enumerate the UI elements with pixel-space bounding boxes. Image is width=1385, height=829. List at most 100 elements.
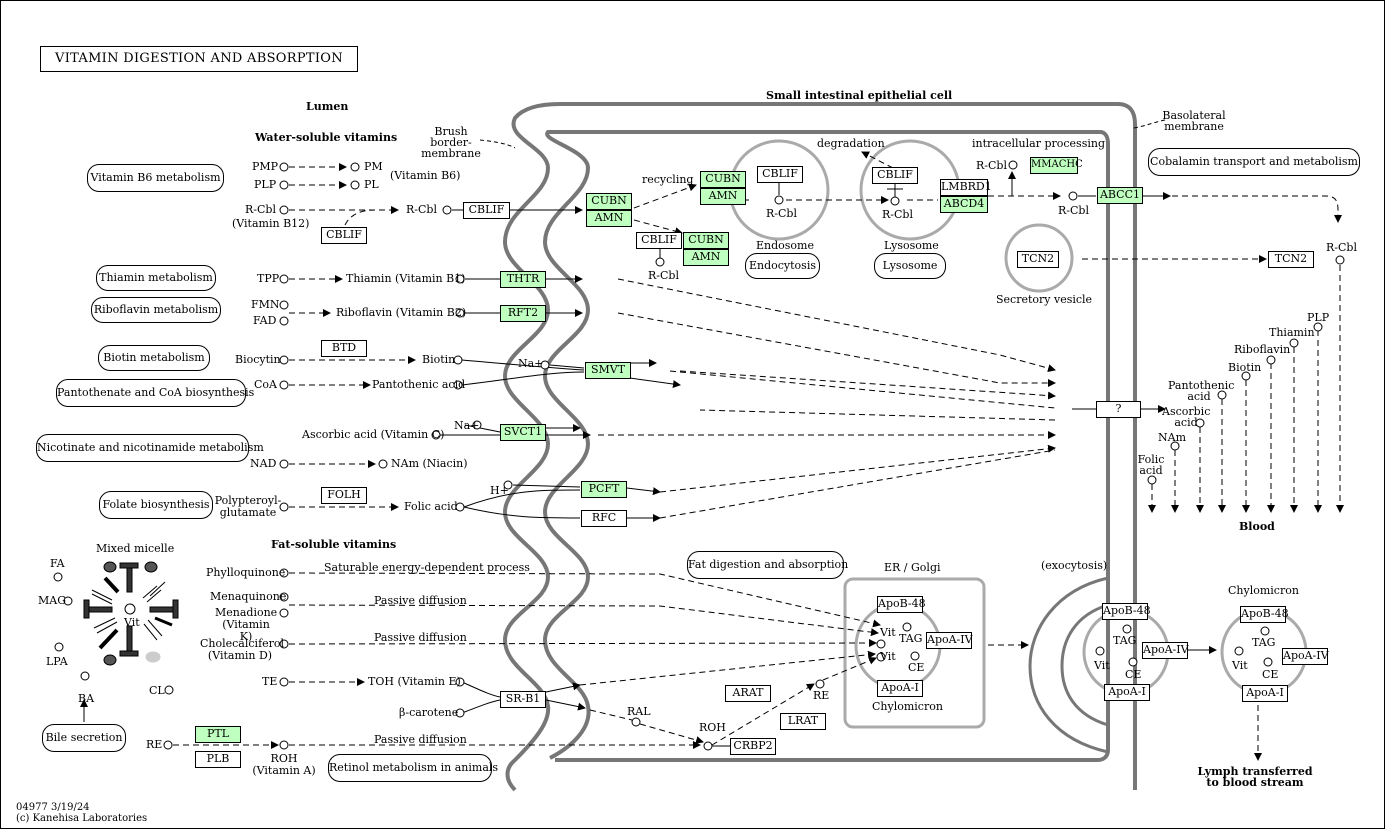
gene-apoa4[interactable]: ApoA-IV xyxy=(926,632,973,649)
gene-rfc[interactable]: RFC xyxy=(581,510,627,527)
blood-thiamin[interactable]: Thiamin xyxy=(1269,326,1315,339)
compound-ral[interactable]: RAL xyxy=(627,705,651,718)
map-nicotinate[interactable]: Nicotinate and nicotinamide metabolism xyxy=(36,434,264,462)
map-lysosome[interactable]: Lysosome xyxy=(874,253,946,279)
compound-roh-vitamin-a[interactable]: ROH (Vitamin A) xyxy=(252,752,316,777)
map-endocytosis[interactable]: Endocytosis xyxy=(745,253,820,279)
compound-toh[interactable]: TOH (Vitamin E) xyxy=(368,675,461,688)
gene-svct1[interactable]: SVCT1 xyxy=(500,424,546,441)
blood-riboflavin[interactable]: Riboflavin xyxy=(1234,343,1291,356)
gene-apob48[interactable]: ApoB-48 xyxy=(877,596,926,613)
blood-plp[interactable]: PLP xyxy=(1307,311,1330,324)
gene-apoa1[interactable]: ApoA-I xyxy=(1242,685,1288,702)
gene-amn[interactable]: AMN xyxy=(700,188,746,205)
compound-pl[interactable]: PL xyxy=(364,178,379,191)
gene-pcft[interactable]: PCFT xyxy=(581,481,627,498)
gene-apob48[interactable]: ApoB-48 xyxy=(1240,606,1289,623)
compound-pmp[interactable]: PMP xyxy=(252,160,279,173)
gene-apob48[interactable]: ApoB-48 xyxy=(1102,603,1151,620)
compound-ascorbic-acid[interactable]: Ascorbic acid (Vitamin C) xyxy=(302,428,445,441)
compound-pm[interactable]: PM xyxy=(364,160,383,173)
compound-coa[interactable]: CoA xyxy=(254,378,277,391)
gene-cblif[interactable]: CBLIF xyxy=(636,232,682,249)
gene-apoa1[interactable]: ApoA-I xyxy=(877,680,923,697)
blood-biotin[interactable]: Biotin xyxy=(1228,361,1262,374)
gene-apoa4[interactable]: ApoA-IV xyxy=(1142,642,1189,659)
gene-cubn[interactable]: CUBN xyxy=(586,193,632,210)
compound-nam[interactable]: NAm (Niacin) xyxy=(391,457,468,470)
map-bile-secretion[interactable]: Bile secretion xyxy=(42,724,126,752)
gene-ptl[interactable]: PTL xyxy=(195,726,241,743)
compound-r-cbl[interactable]: R-Cbl xyxy=(1326,241,1357,254)
gene-sr-b1[interactable]: SR-B1 xyxy=(500,691,546,708)
gene-apoa4[interactable]: ApoA-IV xyxy=(1282,648,1329,665)
compound-r-cbl[interactable]: R-Cbl xyxy=(976,159,1007,172)
gene-cblif[interactable]: CBLIF xyxy=(321,227,367,244)
map-folate[interactable]: Folate biosynthesis xyxy=(99,491,213,519)
gene-crbp2[interactable]: CRBP2 xyxy=(730,738,776,755)
gene-amn[interactable]: AMN xyxy=(586,210,632,227)
compound-fmn[interactable]: FMN xyxy=(251,298,280,311)
gene-folh[interactable]: FOLH xyxy=(321,487,367,504)
gene-smvt[interactable]: SMVT xyxy=(585,362,631,379)
gene-cblif[interactable]: CBLIF xyxy=(757,166,803,183)
gene-abcd4[interactable]: ABCD4 xyxy=(940,196,988,213)
gene-unknown[interactable]: ? xyxy=(1096,401,1141,418)
compound-te[interactable]: TE xyxy=(262,675,278,688)
compound-r-cbl[interactable]: R-Cbl xyxy=(1058,204,1089,217)
compound-re[interactable]: RE xyxy=(813,689,830,702)
map-vitamin-b6[interactable]: Vitamin B6 metabolism xyxy=(87,164,224,192)
gene-tcn2[interactable]: TCN2 xyxy=(1017,251,1059,268)
gene-lrat[interactable]: LRAT xyxy=(780,713,826,730)
gene-amn[interactable]: AMN xyxy=(683,249,729,266)
compound-r-cbl[interactable]: R-Cbl xyxy=(648,269,679,282)
compound-folic-acid[interactable]: Folic acid xyxy=(404,500,458,513)
gene-mmachc[interactable]: MMACHC xyxy=(1030,157,1083,174)
compound-tpp[interactable]: TPP xyxy=(257,272,280,285)
compound-thiamin[interactable]: Thiamin (Vitamin B1) xyxy=(346,272,466,285)
gene-arat[interactable]: ARAT xyxy=(725,685,771,702)
compound-biotin[interactable]: Biotin xyxy=(422,353,456,366)
gene-cubn[interactable]: CUBN xyxy=(700,171,746,188)
gene-rft2[interactable]: RFT2 xyxy=(500,305,546,322)
gene-plb[interactable]: PLB xyxy=(195,751,241,768)
compound-nad[interactable]: NAD xyxy=(250,457,277,470)
map-retinol[interactable]: Retinol metabolism in animals xyxy=(328,754,498,782)
compound-r-cbl[interactable]: R-Cbl xyxy=(245,203,276,216)
gene-cubn[interactable]: CUBN xyxy=(683,232,729,249)
gene-thtr[interactable]: THTR xyxy=(500,271,546,288)
gene-tcn2[interactable]: TCN2 xyxy=(1268,251,1314,268)
blood-folic-acid[interactable]: Folic acid xyxy=(1137,453,1165,477)
gene-btd[interactable]: BTD xyxy=(321,340,367,357)
compound-beta-carotene[interactable]: β-carotene xyxy=(399,706,459,719)
blood-nam[interactable]: NAm xyxy=(1158,431,1186,444)
gene-cblif[interactable]: CBLIF xyxy=(872,167,918,184)
compound-phylloquinone[interactable]: Phylloquinone xyxy=(206,566,286,579)
gene-abcc1[interactable]: ABCC1 xyxy=(1097,187,1143,204)
compound-pantothenic-acid[interactable]: Pantothenic acid xyxy=(372,378,466,391)
map-fat-digestion[interactable]: Fat digestion and absorption xyxy=(687,551,848,579)
map-pantothenate[interactable]: Pantothenate and CoA biosynthesis xyxy=(56,379,254,407)
blood-pantothenic-acid[interactable]: Pantothenic acid xyxy=(1168,379,1235,403)
compound-re[interactable]: RE xyxy=(146,738,163,751)
map-thiamin[interactable]: Thiamin metabolism xyxy=(96,265,216,291)
compound-riboflavin[interactable]: Riboflavin (Vitamin B2) xyxy=(336,306,467,319)
compound-biocytin[interactable]: Biocytin xyxy=(235,353,281,366)
map-cobalamin[interactable]: Cobalamin transport and metabolism xyxy=(1148,148,1360,176)
compound-roh[interactable]: ROH xyxy=(699,721,726,734)
blood-ascorbic-acid[interactable]: Ascorbic acid xyxy=(1162,405,1211,429)
map-riboflavin[interactable]: Riboflavin metabolism xyxy=(91,297,221,323)
compound-r-cbl[interactable]: R-Cbl xyxy=(882,208,913,221)
compound-menaquinone[interactable]: Menaquinone xyxy=(210,590,287,603)
compound-cholecalciferol[interactable]: Cholecalciferol (Vitamin D) xyxy=(200,637,285,662)
compound-r-cbl[interactable]: R-Cbl xyxy=(766,207,797,220)
gene-apoa1[interactable]: ApoA-I xyxy=(1104,684,1150,701)
compound-polypteroylglutamate[interactable]: Polypteroyl- glutamate xyxy=(214,494,282,519)
compound-fad[interactable]: FAD xyxy=(253,314,277,327)
compound-plp[interactable]: PLP xyxy=(254,178,277,191)
gene-cblif[interactable]: CBLIF xyxy=(463,202,510,219)
gene-lmbrd1[interactable]: LMBRD1 xyxy=(940,179,992,196)
map-biotin[interactable]: Biotin metabolism xyxy=(98,345,210,371)
compound-menadione[interactable]: Menadione (Vitamin K) xyxy=(215,606,278,643)
compound-r-cbl[interactable]: R-Cbl xyxy=(406,203,437,216)
